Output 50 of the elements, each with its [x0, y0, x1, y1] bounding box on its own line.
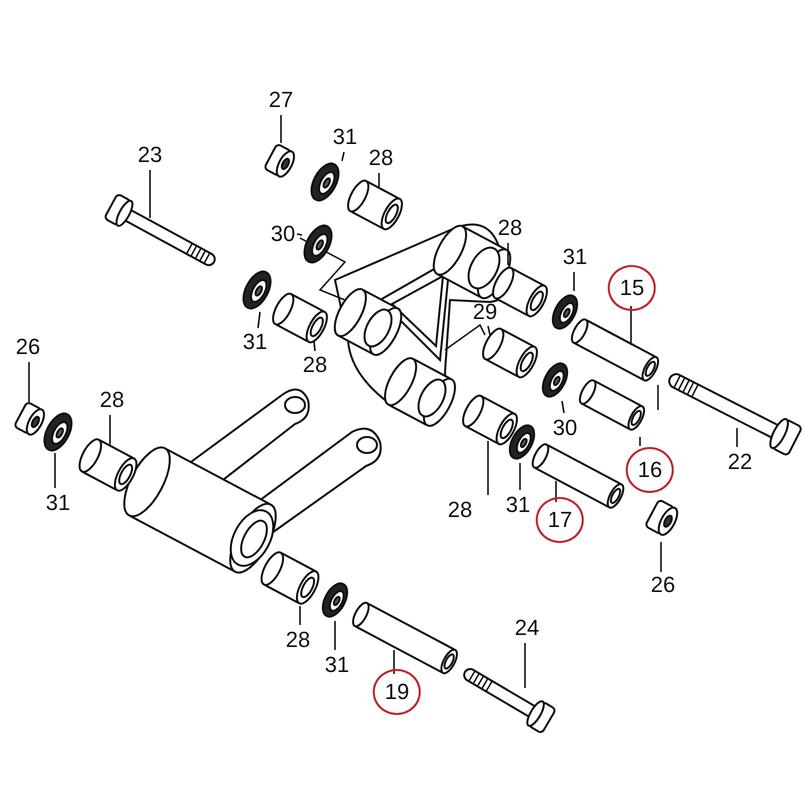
callout-number: 26: [16, 335, 40, 359]
callout-number: 26: [650, 573, 676, 597]
callout-number: 30: [552, 416, 578, 440]
leader-line: [280, 115, 282, 143]
circled-callout-number: 16: [626, 447, 674, 493]
leader-line: [736, 428, 738, 447]
leader-line: [487, 326, 491, 336]
leader-line: [149, 170, 151, 218]
callout-number: 24: [514, 616, 540, 640]
leader-line: [660, 542, 662, 572]
callout-number: 23: [138, 143, 162, 167]
leader-line: [257, 312, 261, 328]
leader-line: [639, 437, 641, 446]
leader-line: [341, 152, 345, 162]
callout-number: 31: [242, 330, 268, 354]
circled-callout-number: 19: [372, 669, 422, 715]
leader-line: [109, 415, 111, 445]
callout-number: 27: [268, 88, 294, 112]
leader-line: [28, 362, 30, 402]
callout-number: 31: [562, 245, 588, 269]
leader-line: [630, 306, 632, 345]
leader-line: [519, 463, 521, 490]
leader-line: [299, 606, 301, 625]
callout-number: 31: [324, 653, 350, 677]
callout-number: 28: [498, 216, 522, 240]
callout-number: 28: [448, 498, 472, 522]
circled-callout-number: 15: [608, 265, 656, 311]
callout-number: 28: [100, 388, 124, 412]
callout-number: 31: [506, 493, 530, 517]
callout-number: 29: [472, 300, 498, 324]
callout-number: 28: [286, 628, 310, 652]
leader-line: [487, 441, 489, 495]
callout-number: 28: [302, 353, 328, 377]
leader-line: [313, 340, 316, 352]
callout-number: 30: [270, 222, 296, 246]
leader-line: [393, 650, 395, 674]
leader-line: [524, 643, 526, 688]
leader-line: [555, 481, 557, 502]
leader-line: [561, 400, 565, 414]
leader-line: [378, 173, 380, 187]
leader-line: [296, 233, 302, 236]
callout-number: 31: [46, 491, 70, 515]
callout-number: 31: [332, 125, 358, 149]
leader-line: [507, 243, 509, 265]
leader-line: [334, 621, 336, 650]
leader-line: [54, 453, 56, 488]
circled-callout-number: 17: [536, 497, 584, 543]
leader-line: [573, 272, 575, 291]
callout-number: 22: [728, 450, 752, 474]
callout-number: 28: [368, 146, 394, 170]
